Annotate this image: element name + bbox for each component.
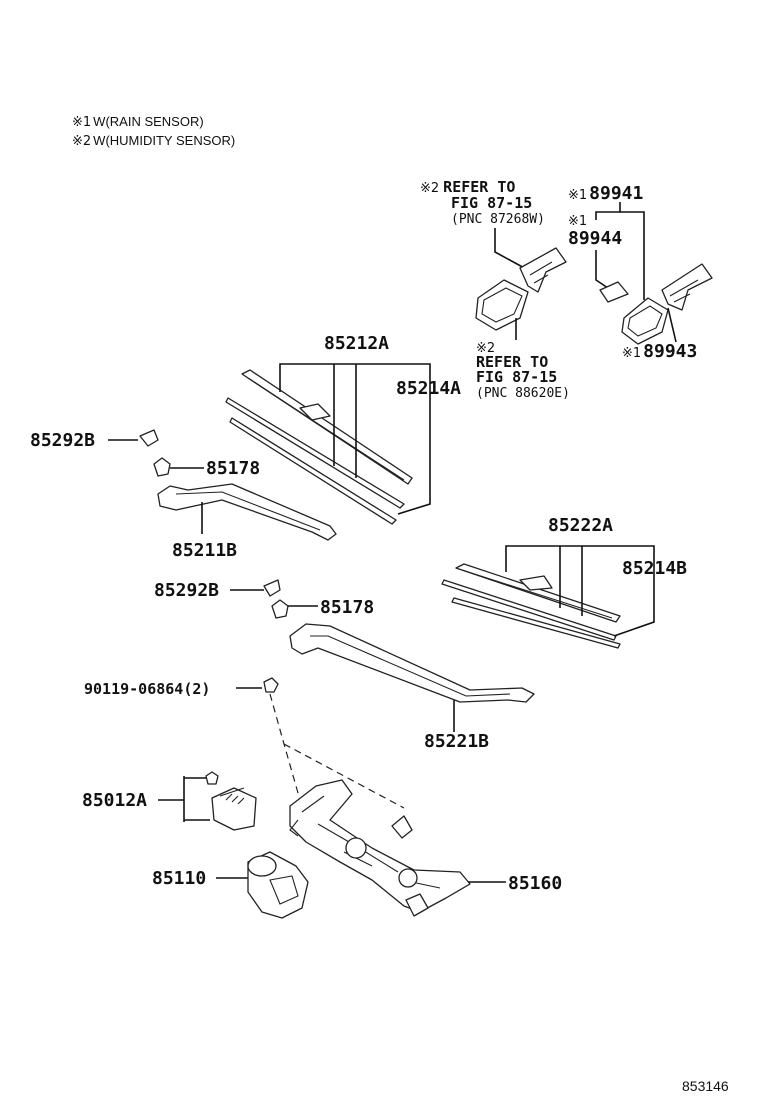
- part-85178-upper: 85178: [153, 457, 260, 479]
- label-85222a: 85222A: [548, 515, 613, 536]
- svg-text:85110: 85110: [152, 868, 206, 889]
- label-85214a: 85214A: [396, 378, 461, 399]
- svg-text:90119-06864(2): 90119-06864(2): [84, 680, 210, 698]
- svg-text:FIG 87-15: FIG 87-15: [451, 194, 532, 212]
- svg-text:85292B: 85292B: [30, 430, 95, 451]
- humidity-sensor-body: [475, 279, 529, 331]
- part-85178-lower: 85178: [271, 597, 374, 619]
- svg-text:※2: ※2: [476, 341, 495, 356]
- svg-text:85178: 85178: [206, 458, 260, 479]
- svg-text:(PNC 88620E): (PNC 88620E): [476, 386, 570, 401]
- svg-text:85221B: 85221B: [424, 731, 489, 752]
- rain-sensor-pad: [599, 281, 629, 303]
- part-90119-06864-bolt: 90119-06864(2): [84, 677, 405, 809]
- svg-text:(PNC 87268W): (PNC 87268W): [451, 212, 545, 227]
- rain-sensor-cover: [661, 263, 713, 311]
- humidity-sensor-cover: [519, 247, 567, 293]
- part-85110-motor: 85110: [152, 851, 309, 919]
- part-89944: ※1 89944: [568, 214, 629, 303]
- svg-text:89944: 89944: [568, 228, 622, 249]
- label-85212a: 85212A: [324, 333, 389, 354]
- svg-text:85292B: 85292B: [154, 580, 219, 601]
- rain-sensor-body: [621, 297, 669, 345]
- wiper-arm-85221b: 85221B: [289, 623, 535, 752]
- wiper-blade-85222a: [441, 545, 655, 649]
- svg-text:85178: 85178: [320, 597, 374, 618]
- part-85012a: 85012A: [82, 771, 257, 831]
- reference-fig-88620e: ※2 REFER TO FIG 87-15 (PNC 88620E): [476, 318, 570, 401]
- svg-text:※1: ※1: [568, 214, 587, 229]
- svg-text:85160: 85160: [508, 873, 562, 894]
- svg-text:REFER TO: REFER TO: [476, 353, 548, 371]
- svg-text:85012A: 85012A: [82, 790, 147, 811]
- part-85292b-lower: 85292B: [154, 579, 281, 601]
- wiper-blade-85212a: [225, 363, 431, 525]
- wiper-arm-85211b: 85211B: [157, 483, 337, 561]
- svg-text:85211B: 85211B: [172, 540, 237, 561]
- part-85292b-upper: 85292B: [30, 429, 159, 451]
- diagram-id: 853146: [682, 1078, 729, 1094]
- svg-text:FIG 87-15: FIG 87-15: [476, 368, 557, 386]
- label-85214b: 85214B: [622, 558, 687, 579]
- wiper-link-85160: 85160: [289, 779, 562, 917]
